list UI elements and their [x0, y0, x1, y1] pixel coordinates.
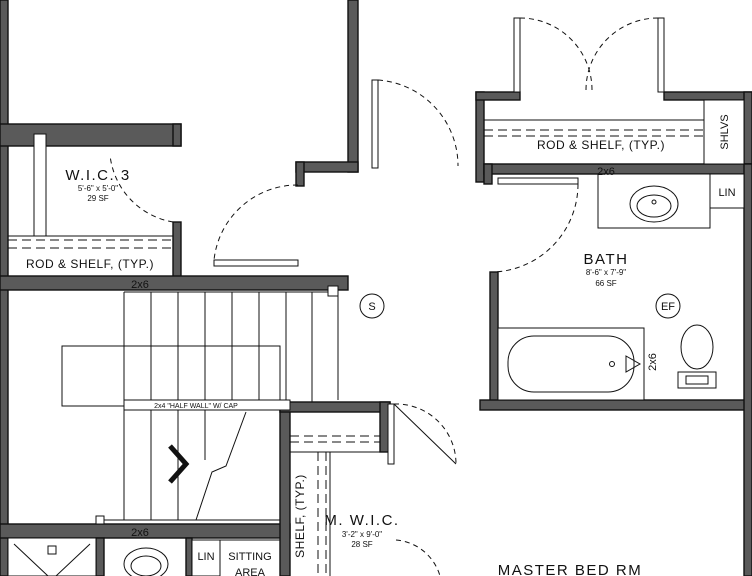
symbol-smoke-detector: S	[368, 301, 375, 313]
wall-closet-left	[475, 91, 485, 183]
toilet-tank-icon	[677, 371, 717, 389]
lower-sink-basin-icon	[130, 555, 162, 576]
room-name-bath: BATH	[584, 251, 629, 268]
room-sitting-line2: AREA	[235, 567, 266, 576]
wall-bath-top	[483, 163, 752, 175]
room-name-mwic: M. W.I.C.	[324, 512, 399, 529]
door-swing-hall-left	[213, 184, 299, 261]
bathtub-valve-icon	[609, 361, 615, 367]
symbol-exhaust-fan: EF	[661, 301, 675, 313]
room-name-wic3: W.I.C. 3	[65, 167, 130, 184]
note-shelf-mwic: SHELF, (TYP.)	[293, 474, 307, 558]
bathtub-basin-icon	[507, 335, 635, 393]
toilet-bowl-icon	[680, 324, 714, 370]
wall-wic3-right	[172, 221, 182, 279]
shelf-wic3-vertical	[33, 133, 47, 237]
thin-walls	[7, 0, 665, 465]
wall-center-vertical	[347, 0, 359, 173]
lower-fixtures	[7, 537, 280, 576]
note-2x6-stair-bottom: 2x6	[131, 527, 149, 539]
stair-landing-outline	[61, 345, 281, 407]
note-lin-bath: LIN	[718, 187, 735, 199]
linen-cabinet-lower	[191, 539, 221, 576]
wall-wic3-top	[0, 123, 182, 147]
shower-diagonal-2	[55, 543, 91, 576]
sink-drain-icon	[651, 199, 657, 205]
bathtub-drain-icon	[625, 355, 642, 373]
stairs	[61, 285, 339, 525]
stair-direction-arrow-icon	[168, 444, 190, 484]
toilet-tank-inner-icon	[685, 375, 709, 385]
shelving	[8, 99, 745, 576]
wall-closet-topleft	[475, 91, 521, 101]
note-2x6-bath-top: 2x6	[597, 166, 615, 178]
wall-center-jog-down	[295, 161, 305, 187]
room-name-master: MASTER BED RM	[498, 562, 643, 576]
stair-break-line	[195, 411, 247, 521]
door-swing-wic3	[109, 154, 174, 223]
room-area-bath: 66 SF	[595, 279, 616, 288]
wall-mwic-left	[279, 401, 291, 576]
note-2x6-stair-top: 2x6	[131, 279, 149, 291]
door-swing-mwic	[393, 403, 457, 465]
wall-center-jog	[295, 161, 359, 173]
shower-valve-icon	[47, 545, 57, 555]
stair-newel-post-top	[327, 285, 339, 297]
wall-hall-door-jamb	[371, 79, 379, 169]
shower-diagonal-1	[13, 543, 49, 576]
linen-cabinet-bath	[709, 173, 745, 209]
wall-bath-right	[743, 163, 752, 576]
room-size-bath: 8'-6" x 7'-9"	[586, 268, 626, 277]
wall-closet-topright	[663, 91, 752, 101]
door-swing-bath	[493, 183, 579, 273]
room-sitting-line1: SITTING	[228, 551, 271, 563]
wall-bath-bottom	[479, 399, 752, 411]
note-rod-shelf-top: ROD & SHELF, (TYP.)	[537, 138, 665, 152]
sink-basin-icon	[636, 194, 672, 218]
door-swing-closet-right	[585, 17, 659, 91]
wall-top-closet-right-jamb	[657, 17, 665, 93]
wall-mwic-door-jamb	[387, 403, 395, 465]
stair-newel-post-bottom	[95, 515, 105, 525]
note-rod-shelf-wic3: ROD & SHELF, (TYP.)	[26, 257, 154, 271]
door-swing-closet-left	[519, 17, 593, 91]
room-size-wic3: 5'-6" x 5'-0"	[78, 184, 118, 193]
shlvs-box	[703, 99, 745, 165]
note-lin-lower: LIN	[197, 551, 214, 563]
door-swings	[109, 17, 659, 576]
exhaust-fan-icon	[655, 293, 681, 319]
half-wall	[123, 399, 291, 411]
door-swing-master	[395, 539, 441, 576]
wall-bath-door-jamb	[497, 177, 579, 185]
wall-closet-right	[743, 91, 752, 165]
shower-outline	[7, 537, 97, 576]
bath-fixtures	[359, 173, 745, 401]
lower-sink-icon	[123, 547, 169, 576]
door-leaf-mwic	[393, 403, 457, 465]
note-half-wall: 2x4 "HALF WALL" W/ CAP	[154, 403, 238, 410]
door-swing-hall-right	[377, 79, 459, 167]
wall-hall-left-jamb	[213, 259, 299, 267]
note-shlvs: SHLVS	[719, 114, 731, 149]
smoke-detector-icon	[359, 293, 385, 319]
wall-mwic-top	[279, 401, 391, 413]
wall-lower-divider-2	[185, 537, 193, 576]
labels: W.I.C. 3 5'-6" x 5'-0" 29 SF ROD & SHELF…	[26, 114, 736, 576]
wall-lower-divider	[95, 537, 105, 576]
bathtub-outline	[497, 327, 645, 401]
room-area-wic3: 29 SF	[87, 194, 108, 203]
room-area-mwic: 28 SF	[351, 540, 372, 549]
wall-wic3-right-stub	[172, 123, 182, 147]
note-2x6-bath-side: 2x6	[647, 353, 659, 371]
wall-stair-top	[0, 275, 349, 291]
wall-bath-top-stub	[483, 163, 493, 185]
wall-bath-left	[489, 271, 499, 409]
wall-top-closet-left-jamb	[513, 17, 521, 93]
room-size-mwic: 3'-2" x 9'-0"	[342, 530, 382, 539]
